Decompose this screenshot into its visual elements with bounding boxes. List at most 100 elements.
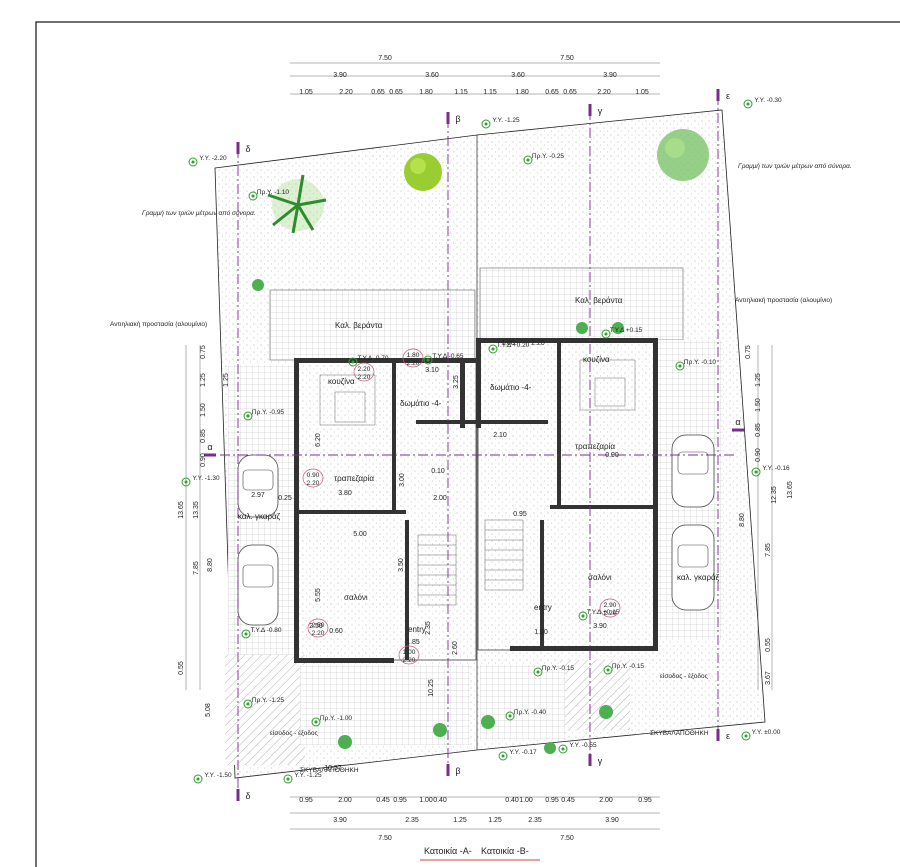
level-marker-icon bbox=[348, 357, 358, 367]
axis-marker-icon bbox=[716, 89, 720, 101]
level-marker-icon bbox=[533, 667, 543, 677]
dimension-text: 1.50 bbox=[200, 403, 207, 417]
axis-marker-icon bbox=[588, 104, 592, 116]
note-three-meter-line-a: Γραμμή των τριών μέτρων από σύνορα. bbox=[142, 209, 256, 217]
room-label-gate-b: είσοδος - έξοδος bbox=[660, 672, 708, 680]
title-house-a: Κατοικία -Α- bbox=[424, 846, 472, 856]
room-label-bins-a: ΣΚΥΒΑΛΑΠΟΘΗΚΗ bbox=[300, 767, 359, 774]
level-marker-icon bbox=[743, 99, 753, 109]
axis-label: β bbox=[455, 114, 460, 124]
level-marker-dot-icon bbox=[351, 360, 355, 364]
window-tag-height: 2.20 bbox=[604, 610, 617, 617]
window-tag-icon bbox=[302, 468, 324, 488]
level-text: Πρ.Υ. -0.25 bbox=[532, 153, 565, 160]
shrub-icon bbox=[252, 279, 624, 754]
front-path-a bbox=[225, 655, 305, 765]
room-dimension-text: 3.50 bbox=[398, 558, 405, 572]
note-sun-protection-a: Αντιηλιακή προστασία (αλουμίνιο) bbox=[110, 320, 207, 328]
room-label-veranda-b: Καλ. βεράντα bbox=[575, 296, 623, 305]
dimension-text: 0.95 bbox=[393, 797, 407, 804]
dimension-text: 3.60 bbox=[425, 72, 439, 79]
window-tag-width: 1.00 bbox=[403, 649, 416, 656]
level-marker-dot-icon bbox=[754, 470, 758, 474]
sheet-border bbox=[35, 21, 900, 867]
axis-label: ε bbox=[726, 91, 730, 101]
level-marker-icon bbox=[311, 717, 321, 727]
level-text: Υ.Υ. -2.20 bbox=[199, 155, 227, 162]
level-marker-dot-icon bbox=[678, 364, 682, 368]
dimension-text: 0.65 bbox=[389, 89, 403, 96]
dimension-text: 0.95 bbox=[638, 797, 652, 804]
dimension-text: 1.25 bbox=[200, 373, 207, 387]
level-marker-icon bbox=[241, 629, 251, 639]
dimension-text: 3.60 bbox=[511, 72, 525, 79]
level-text: Υ.Υ. -1.30 bbox=[192, 475, 220, 482]
car-icon bbox=[237, 544, 279, 626]
level-text: Υ.Υ. -1.50 bbox=[204, 772, 232, 779]
level-marker-icon bbox=[283, 774, 293, 784]
axis-label: α bbox=[207, 442, 212, 452]
dimension-text: 1.80 bbox=[419, 89, 433, 96]
room-dimension-text: 3.10 bbox=[425, 367, 439, 374]
dimension-text: 0.65 bbox=[545, 89, 559, 96]
dimension-text: 3.90 bbox=[333, 817, 347, 824]
room-dimension-text: 1.00 bbox=[534, 629, 548, 636]
level-text: Υ.Υ. -1.25 bbox=[492, 117, 520, 124]
dimension-text: 3.67 bbox=[765, 671, 772, 685]
axis-marker-icon bbox=[588, 754, 592, 766]
front-steps-b bbox=[480, 665, 565, 740]
dimension-text: 1.15 bbox=[454, 89, 468, 96]
room-label-dining-a: τραπεζαρία bbox=[334, 474, 374, 483]
dimension-text: 3.90 bbox=[603, 72, 617, 79]
window-tag-width: 2.20 bbox=[358, 366, 371, 373]
level-marker-icon bbox=[481, 119, 491, 129]
level-text: Υ.Υ. -0.16 bbox=[762, 465, 790, 472]
dimension-text: 0.40 bbox=[505, 797, 519, 804]
level-marker-dot-icon bbox=[286, 777, 290, 781]
level-text: Πρ.Υ. -0.10 bbox=[684, 359, 717, 366]
dimension-text: 12.35 bbox=[771, 486, 778, 504]
house-b bbox=[476, 338, 658, 651]
level-marker-icon bbox=[423, 355, 433, 365]
dimension-text: 0.90 bbox=[755, 448, 762, 462]
room-label-gate-a: είσοδος - έξοδος bbox=[270, 729, 318, 737]
dimension-text: 1.00 bbox=[519, 797, 533, 804]
dimension-chains bbox=[185, 62, 773, 830]
level-text: Υ.Υ. -0.30 bbox=[754, 97, 782, 104]
tree-icon bbox=[657, 129, 709, 181]
level-marker-icon bbox=[751, 467, 761, 477]
note-three-meter-line-b: Γραμμή των τριών μέτρων από σύνορα. bbox=[738, 162, 852, 170]
axis-label: α bbox=[735, 417, 740, 427]
dimension-text: 3.90 bbox=[605, 817, 619, 824]
room-dimension-text: 10.25 bbox=[428, 679, 435, 697]
dimension-text: 2.20 bbox=[597, 89, 611, 96]
level-marker-icon bbox=[243, 411, 253, 421]
window-tag-height: 2.20 bbox=[312, 630, 325, 637]
level-text: Υ.Υ. -1.25 bbox=[294, 772, 322, 779]
axis-label: δ bbox=[245, 144, 250, 154]
axis-label: γ bbox=[598, 756, 603, 766]
room-label-entry-a: entry bbox=[408, 625, 426, 634]
level-marker-dot-icon bbox=[581, 614, 585, 618]
window-tag-height: 2.20 bbox=[403, 657, 416, 664]
dimension-text: 7.50 bbox=[378, 835, 392, 842]
level-text: Τ.Υ.Δ +0.15 bbox=[610, 327, 643, 334]
room-dimension-text: 2.00 bbox=[433, 495, 447, 502]
window-tag-width: 2.50 bbox=[312, 622, 325, 629]
level-marker-dot-icon bbox=[484, 122, 488, 126]
axis-marker-icon bbox=[236, 789, 240, 801]
room-label-living-a: σαλόνι bbox=[344, 593, 368, 602]
level-marker-dot-icon bbox=[191, 160, 195, 164]
level-text: Τ.Υ.Δ -0.70 bbox=[358, 355, 389, 362]
dimension-text: 13.35 bbox=[193, 501, 200, 519]
room-dimension-text: 2.50 bbox=[309, 623, 323, 630]
veranda-b bbox=[479, 267, 684, 341]
level-marker-icon bbox=[488, 344, 498, 354]
dimension-text: 2.35 bbox=[528, 817, 542, 824]
room-dimension-text: 3.25 bbox=[453, 375, 460, 389]
tree-icon bbox=[404, 153, 442, 191]
level-marker-dot-icon bbox=[244, 632, 248, 636]
level-marker-icon bbox=[181, 477, 191, 487]
level-marker-dot-icon bbox=[196, 777, 200, 781]
